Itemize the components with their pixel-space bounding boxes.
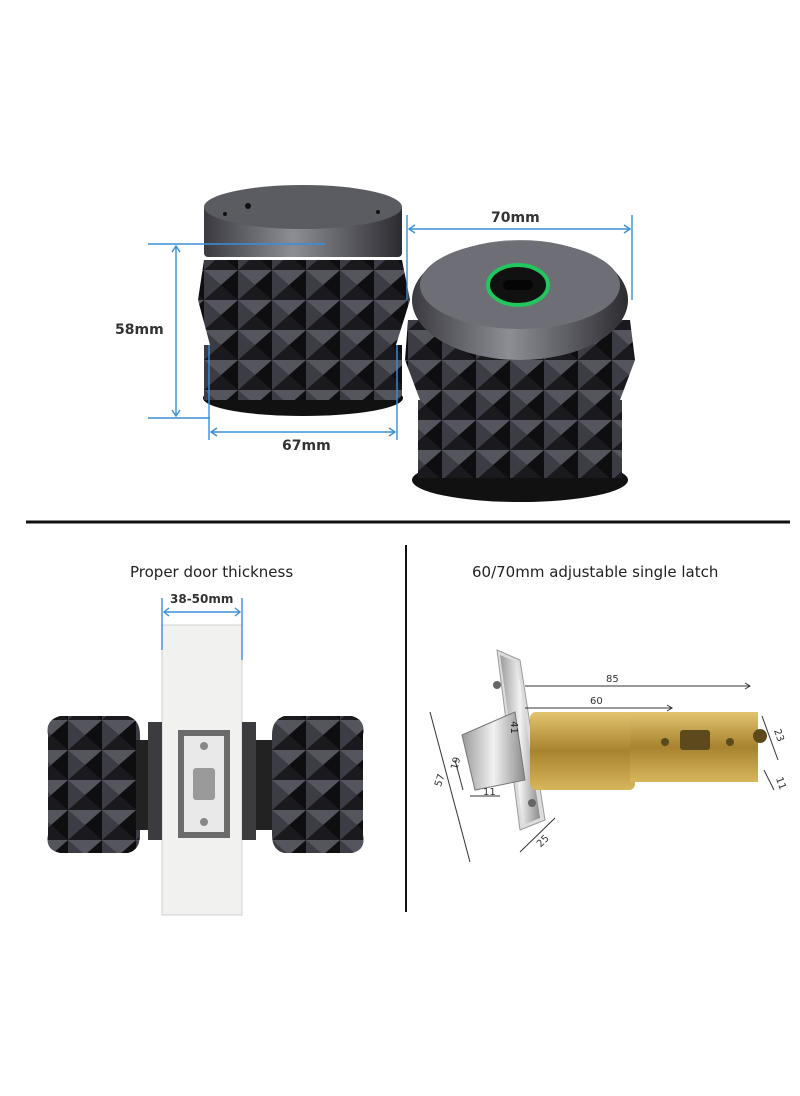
latch-caption: 60/70mm adjustable single latch bbox=[472, 563, 719, 581]
latch-dim-41: 41 bbox=[507, 721, 519, 734]
thickness-dimension bbox=[161, 598, 243, 660]
knob-side-view bbox=[198, 185, 410, 416]
height-dimension-label: 58mm bbox=[115, 322, 164, 338]
latch-illustration bbox=[461, 649, 767, 831]
door-thickness-caption: Proper door thickness bbox=[130, 563, 294, 581]
latch-dim-60: 60 bbox=[590, 696, 603, 707]
latch-dimension-lines bbox=[429, 682, 779, 863]
door-section-illustration bbox=[47, 624, 364, 916]
top-width-dimension-label: 70mm bbox=[491, 210, 540, 226]
dimension-lines-top bbox=[148, 215, 633, 440]
door-thickness-label: 38-50mm bbox=[170, 592, 234, 606]
base-width-dimension-label: 67mm bbox=[282, 438, 331, 454]
knob-fingerprint-view bbox=[405, 240, 635, 502]
latch-dim-85: 85 bbox=[606, 674, 619, 685]
latch-dim-11-bolt: 11 bbox=[483, 787, 496, 798]
